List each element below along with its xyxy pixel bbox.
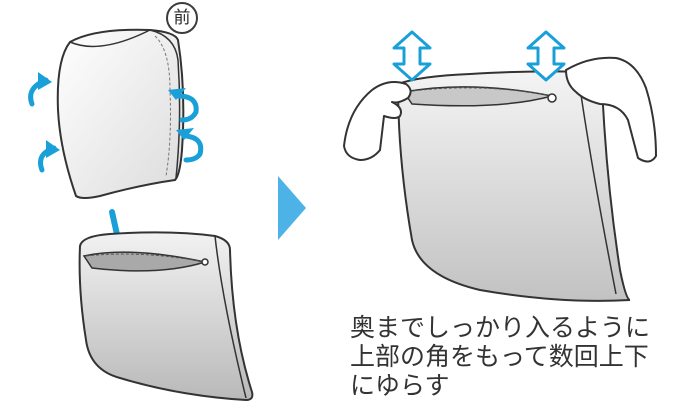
rotate-arrow-icon <box>28 72 204 173</box>
open-cover <box>78 231 254 402</box>
instruction-line-2: 上部の角をもって数回上下 <box>350 342 649 371</box>
instruction-line-1: 奥までしっかり入るように <box>350 313 651 342</box>
right-hand <box>565 56 657 163</box>
instruction-text: 奥までしっかり入るように 上部の角をもって数回上下 にゆらす <box>350 313 680 400</box>
instruction-line-3: にゆらす <box>350 371 450 400</box>
up-down-arrow-icon <box>392 30 566 82</box>
cushion <box>56 28 185 199</box>
big-cover <box>396 70 631 302</box>
next-step-icon <box>278 176 306 240</box>
front-label: 前 <box>166 2 198 34</box>
left-hand <box>343 81 412 161</box>
